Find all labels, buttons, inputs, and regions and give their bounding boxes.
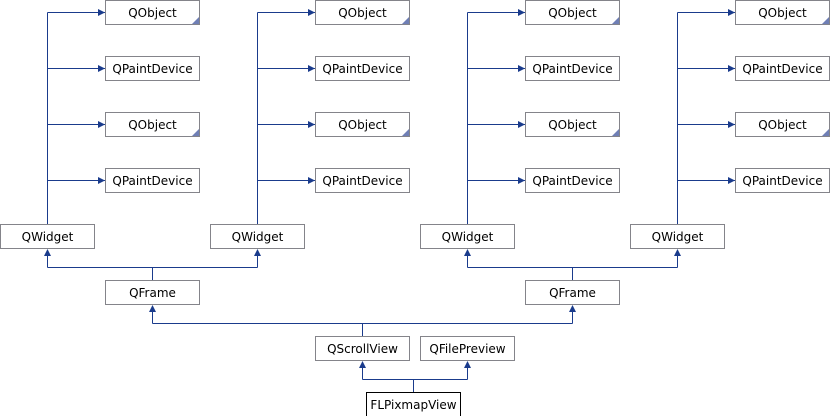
class-node-label: QObject <box>338 5 387 20</box>
inheritance-arrow <box>464 249 471 256</box>
class-node-qframe[interactable]: QFrame <box>525 280 620 305</box>
inheritance-arrow <box>149 305 156 312</box>
class-node-qobject[interactable]: QObject <box>525 0 620 25</box>
inheritance-arrow <box>728 65 735 72</box>
class-node-label: QPaintDevice <box>322 173 403 188</box>
class-node-qobject[interactable]: QObject <box>735 112 830 137</box>
class-node-label: QFilePreview <box>429 341 506 356</box>
class-node-label: QPaintDevice <box>532 61 613 76</box>
folded-corner-icon <box>822 129 829 136</box>
class-node-qobject[interactable]: QObject <box>525 112 620 137</box>
class-node-qframe[interactable]: QFrame <box>105 280 200 305</box>
class-node-label: QFrame <box>549 285 596 300</box>
class-node-qpaintdevice[interactable]: QPaintDevice <box>735 56 830 81</box>
inheritance-arrow <box>518 9 525 16</box>
class-node-label: QObject <box>758 5 807 20</box>
class-node-label: QPaintDevice <box>112 61 193 76</box>
folded-corner-icon <box>192 129 199 136</box>
folded-corner-icon <box>822 17 829 24</box>
class-node-qpaintdevice[interactable]: QPaintDevice <box>525 168 620 193</box>
class-node-qobject[interactable]: QObject <box>315 0 410 25</box>
class-node-flpixmapview[interactable]: FLPixmapView <box>366 392 461 416</box>
class-node-qwidget[interactable]: QWidget <box>630 224 725 249</box>
inheritance-arrow <box>359 361 366 368</box>
class-node-qpaintdevice[interactable]: QPaintDevice <box>525 56 620 81</box>
class-node-qobject[interactable]: QObject <box>105 0 200 25</box>
inheritance-arrow <box>98 65 105 72</box>
inheritance-arrow <box>518 121 525 128</box>
folded-corner-icon <box>612 17 619 24</box>
class-node-qwidget[interactable]: QWidget <box>420 224 515 249</box>
class-node-label: QWidget <box>231 229 284 244</box>
folded-corner-icon <box>402 129 409 136</box>
class-node-label: QPaintDevice <box>112 173 193 188</box>
folded-corner-icon <box>402 17 409 24</box>
class-node-label: QWidget <box>441 229 494 244</box>
inheritance-arrow <box>308 121 315 128</box>
class-node-qwidget[interactable]: QWidget <box>210 224 305 249</box>
inheritance-arrow <box>518 177 525 184</box>
class-node-qobject[interactable]: QObject <box>315 112 410 137</box>
inheritance-arrow <box>728 9 735 16</box>
inheritance-arrow <box>98 121 105 128</box>
class-node-label: QObject <box>758 117 807 132</box>
class-node-label: QPaintDevice <box>322 61 403 76</box>
class-node-label: QPaintDevice <box>532 173 613 188</box>
inheritance-arrow <box>254 249 261 256</box>
class-node-label: FLPixmapView <box>370 397 457 412</box>
folded-corner-icon <box>612 129 619 136</box>
class-node-qpaintdevice[interactable]: QPaintDevice <box>315 56 410 81</box>
inheritance-arrow <box>728 121 735 128</box>
inheritance-arrow <box>308 9 315 16</box>
class-node-label: QFrame <box>129 285 176 300</box>
class-node-label: QObject <box>338 117 387 132</box>
inheritance-arrow <box>728 177 735 184</box>
class-node-qpaintdevice[interactable]: QPaintDevice <box>735 168 830 193</box>
class-node-qpaintdevice[interactable]: QPaintDevice <box>105 56 200 81</box>
inheritance-arrow <box>98 177 105 184</box>
class-node-qfilepreview[interactable]: QFilePreview <box>420 336 515 361</box>
inheritance-arrow <box>308 65 315 72</box>
class-node-label: QWidget <box>21 229 74 244</box>
class-node-label: QPaintDevice <box>742 61 823 76</box>
class-node-label: QObject <box>128 117 177 132</box>
class-node-label: QObject <box>548 117 597 132</box>
class-node-label: QScrollView <box>327 341 398 356</box>
inheritance-arrow <box>518 65 525 72</box>
class-node-qpaintdevice[interactable]: QPaintDevice <box>105 168 200 193</box>
class-node-label: QWidget <box>651 229 704 244</box>
inheritance-arrow <box>44 249 51 256</box>
inheritance-arrow <box>308 177 315 184</box>
folded-corner-icon <box>192 17 199 24</box>
inheritance-arrow <box>98 9 105 16</box>
class-node-qobject[interactable]: QObject <box>735 0 830 25</box>
class-node-qobject[interactable]: QObject <box>105 112 200 137</box>
class-node-label: QObject <box>548 5 597 20</box>
inheritance-arrow <box>674 249 681 256</box>
class-node-qwidget[interactable]: QWidget <box>0 224 95 249</box>
class-node-qscrollview[interactable]: QScrollView <box>315 336 410 361</box>
class-node-label: QObject <box>128 5 177 20</box>
class-node-qpaintdevice[interactable]: QPaintDevice <box>315 168 410 193</box>
inheritance-arrow <box>464 361 471 368</box>
inheritance-arrow <box>569 305 576 312</box>
class-node-label: QPaintDevice <box>742 173 823 188</box>
